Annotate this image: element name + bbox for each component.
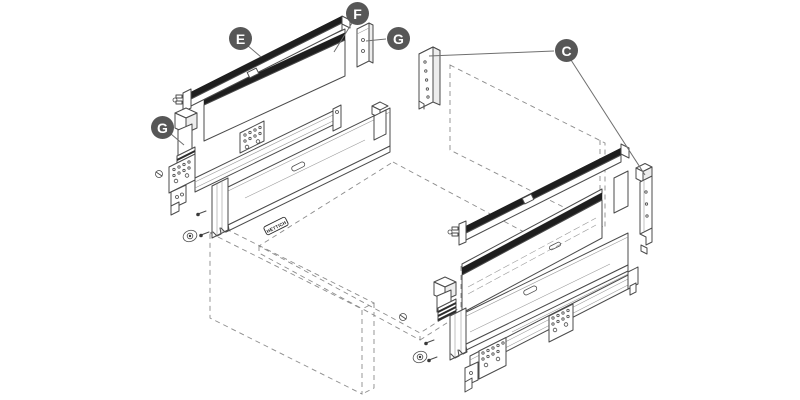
cabinet-rail-right [464, 266, 639, 393]
callout-g-top-letter: G [393, 30, 404, 47]
callout-g-left: G [151, 116, 174, 139]
callout-f-letter: F [353, 5, 362, 22]
callout-e-letter: E [235, 30, 246, 47]
phantom-cabinet-back-panel [449, 64, 606, 229]
callout-e: E [229, 27, 252, 50]
cabinet-rail-left [168, 104, 342, 216]
callout-f: F [346, 2, 369, 25]
drawer-side-panel-left [211, 101, 391, 239]
fasteners-left [155, 170, 210, 243]
railing-right [447, 143, 630, 246]
fasteners-right [399, 313, 438, 364]
hook-bracket-right [433, 276, 457, 322]
brand-logo: HETTICH [263, 216, 289, 236]
callout-c-letter: C [561, 42, 572, 59]
drawer-side-panel-right [449, 232, 629, 361]
back-panel-bracket-right [613, 163, 653, 255]
phantom-drawer-front-panel [209, 226, 469, 395]
callout-g-top: G [387, 27, 410, 50]
rear-panel-right [461, 188, 603, 314]
back-panel-bracket-left-top [418, 46, 441, 110]
callout-c: C [555, 39, 578, 62]
callout-g-left-letter: G [157, 119, 168, 136]
rear-panel-clip-right [356, 22, 374, 68]
railing-left [172, 15, 351, 113]
leader-lines [170, 22, 646, 176]
